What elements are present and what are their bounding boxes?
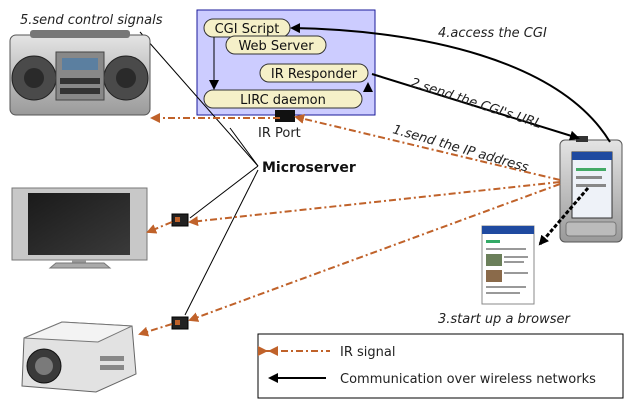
emitter-to-projector-arrow [138,323,173,337]
lirc-daemon-label: LIRC daemon [240,93,326,108]
web-server-node: Web Server [225,35,327,55]
cgi-script-node: CGI Script [203,18,291,38]
step3-label: 3.start up a browser [438,312,571,327]
ir-responder-node: IR Responder [259,63,369,83]
projector-image [21,321,137,393]
send-ip-arrow [294,113,561,181]
stereo-image [9,30,151,116]
legend-wireless-label: Communication over wireless networks [340,372,596,387]
send-cgi-url-arrow [371,73,580,141]
ir-signal-arrows [138,113,561,337]
lirc-daemon-node: LIRC daemon [203,89,363,109]
step1-label: 1.send the IP address [391,122,530,175]
ir-port [275,110,295,122]
legend: IR signal Communication over wireless ne… [257,333,624,399]
ir-port-label: IR Port [258,126,301,141]
browser-image [481,225,535,305]
start-browser-arrow [538,187,590,246]
ir-responder-label: IR Responder [271,67,358,82]
web-server-label: Web Server [238,39,314,54]
pda-to-monitor-emitter-arrow [188,181,561,227]
access-cgi-arrow [290,23,611,143]
monitor-image [11,187,148,269]
microserver-leaders [139,31,259,316]
microserver-box: CGI Script Web Server IR Responder LIRC … [196,9,376,122]
ir-emitter-projector [171,316,189,330]
pda-image [559,136,623,243]
wireless-arrows [290,23,611,246]
ir-emitter-monitor [171,213,189,227]
step2-label: 2.send the CGI's URL [409,76,543,132]
emitter-to-monitor-arrow [146,221,173,234]
cgi-script-label: CGI Script [215,22,280,37]
legend-ir-label: IR signal [340,345,395,360]
microserver-label: Microserver [262,160,356,176]
pda-to-projector-emitter-arrow [188,183,561,322]
step5-label: 5.send control signals [20,13,163,28]
step4-label: 4.access the CGI [438,26,547,41]
